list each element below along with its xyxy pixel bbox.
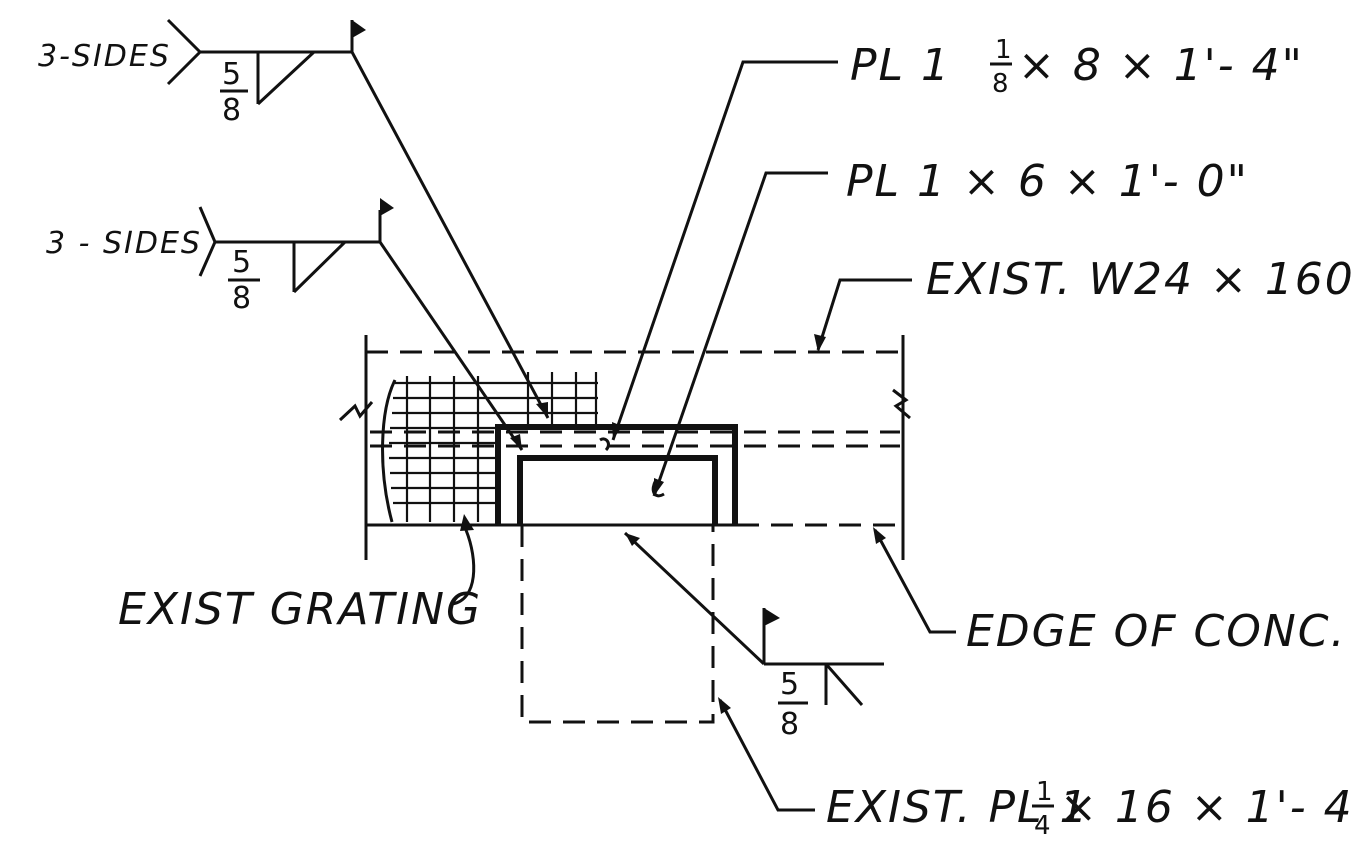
leader-grating	[451, 514, 476, 606]
plate-exist-frac-num: 1	[1036, 777, 1055, 807]
plate-top-frac-num: 1	[995, 35, 1014, 65]
plate-mid-label: PL 1 × 6 × 1'- 0"	[846, 156, 1249, 207]
weld-top-note: 3-SIDES	[38, 39, 171, 74]
weld-mid-size-den: 8	[232, 281, 253, 316]
plate-exist-outline	[520, 525, 715, 724]
plate-top-prefix: PL 1	[850, 40, 951, 91]
leader-plate-mid	[652, 171, 828, 497]
beam-label: EXIST. W24 × 160	[926, 254, 1353, 305]
weld-mid-size-num: 5	[232, 245, 253, 280]
plate-mid-outline	[517, 455, 718, 525]
weld-symbol-mid	[198, 198, 524, 451]
leader-beam	[814, 278, 912, 352]
weld-symbol-top	[166, 18, 550, 419]
weld-bottom-size-den: 8	[780, 707, 801, 742]
plate-top-outline	[495, 424, 738, 527]
leader-concrete	[873, 527, 956, 634]
weld-symbol-bottom	[623, 531, 884, 706]
weld-top-size-den: 8	[222, 93, 243, 128]
plate-exist-suffix: × 16 × 1'- 4"	[1060, 782, 1353, 833]
leader-plate-top	[611, 60, 838, 441]
grating-hatch	[381, 372, 598, 523]
plate-top-mark	[599, 437, 610, 452]
grating-label: EXIST GRATING	[118, 584, 482, 635]
weld-top-size-num: 5	[222, 57, 243, 92]
plate-top-suffix: × 8 × 1'- 4"	[1018, 40, 1304, 91]
leader-plate-exist	[718, 697, 815, 812]
plate-top-frac-den: 8	[992, 69, 1011, 99]
weld-bottom-size-num: 5	[780, 667, 801, 702]
plate-exist-frac-den: 4	[1034, 811, 1053, 841]
weld-mid-note: 3 - SIDES	[46, 226, 202, 261]
concrete-label: EDGE OF CONC.	[966, 606, 1346, 657]
